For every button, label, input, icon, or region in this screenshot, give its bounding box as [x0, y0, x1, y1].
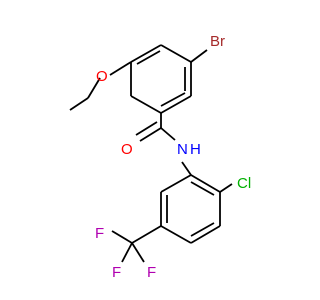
bond-c-cl: [219, 183, 233, 193]
bond-c-f3: [121, 242, 133, 263]
bond: [190, 174, 221, 193]
double-bond: [190, 181, 215, 196]
bond: [160, 44, 192, 63]
atom-label-fluorine-3: F: [112, 264, 121, 281]
ring-a: [130, 44, 192, 114]
bond-c-f2: [131, 242, 145, 263]
bond-c-o: [109, 61, 132, 76]
double-bond: [136, 50, 161, 65]
bond-c-n: [160, 127, 176, 141]
atom-label-fluorine-1: F: [95, 225, 104, 242]
double-bond: [160, 92, 186, 107]
atom-label-hydrogen: H: [190, 141, 201, 158]
double-bond: [190, 222, 215, 237]
structure-canvas: Br O O N H Cl F F F: [69, 33, 251, 281]
bond: [190, 225, 221, 244]
bond-c-o-double-1: [139, 127, 162, 142]
bond-o-c: [87, 77, 101, 99]
atom-label-chlorine: Cl: [237, 175, 251, 192]
bond-n-ring: [181, 161, 192, 176]
bond-c-br: [190, 49, 208, 63]
bond-c-o-double-2: [135, 121, 158, 136]
atom-label-oxygen-carbonyl: O: [121, 141, 133, 158]
atom-label-nitrogen: N: [177, 141, 188, 158]
bond: [160, 174, 192, 193]
bond: [160, 95, 192, 114]
bond-c-f1: [111, 230, 133, 244]
bond-o-ch3: [69, 97, 89, 111]
bond: [160, 225, 192, 244]
atom-label-fluorine-2: F: [147, 264, 156, 281]
bond-ring-cf3: [131, 225, 162, 244]
molecule-structure: Br O O N H Cl F F F: [69, 33, 251, 281]
atom-label-bromine: Br: [210, 33, 225, 50]
atom-label-oxygen-methoxy: O: [96, 68, 108, 85]
bond: [130, 44, 162, 63]
bond: [130, 95, 162, 114]
ring-b: [160, 174, 221, 244]
